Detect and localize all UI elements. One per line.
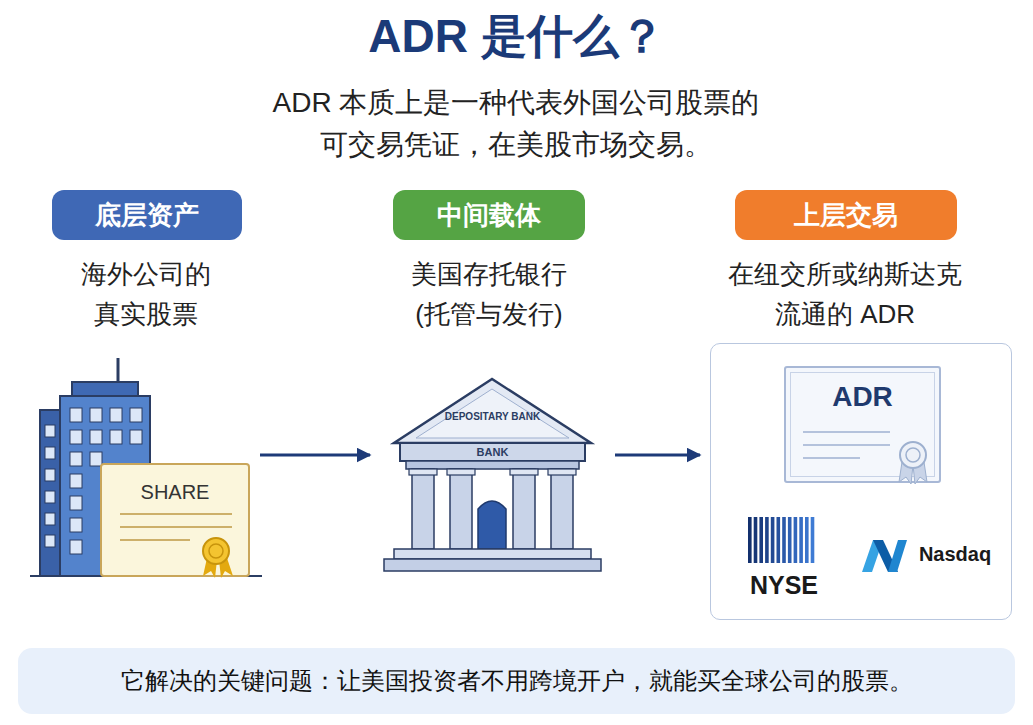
adr-certificate: ADR — [784, 366, 941, 483]
window — [45, 491, 55, 503]
node-text: SHARE — [102, 479, 248, 505]
bank-column-capital — [447, 469, 475, 475]
bank-column — [412, 469, 434, 549]
window — [110, 408, 122, 422]
nasdaq-logo — [862, 540, 907, 572]
building-roof — [72, 382, 138, 397]
logo-bar — [788, 517, 792, 563]
seal-ribbon — [203, 558, 217, 578]
logo-bar — [759, 517, 763, 563]
logo-bar — [777, 517, 781, 563]
gold-seal-ring — [209, 544, 223, 558]
window — [110, 430, 122, 444]
logo-bar — [754, 517, 758, 563]
bank-column-capital — [548, 469, 576, 475]
building-side — [40, 410, 62, 576]
logo-stroke — [862, 540, 883, 572]
bank-pediment-inner — [416, 389, 569, 438]
certificate-line — [120, 526, 232, 528]
logo-bar — [765, 517, 769, 563]
adr-certificate-decoration — [803, 432, 927, 484]
seal-ribbon — [899, 462, 913, 484]
window — [45, 425, 55, 437]
window — [70, 430, 82, 444]
flow-arrow — [260, 454, 370, 457]
bank-column-capital — [409, 469, 437, 475]
node-text: ADR — [786, 380, 939, 414]
conclusion-band: 它解决的关键问题：让美国投资者不用跨境开户，就能买全球公司的股票。 — [18, 648, 1015, 714]
node-text: DEPOSITARY BANK — [432, 411, 553, 423]
window — [45, 513, 55, 525]
bank-column — [551, 469, 573, 549]
gold-seal — [203, 538, 229, 564]
window — [70, 452, 82, 466]
share-certificate: SHARE — [100, 463, 250, 577]
subtitle-text: ADR 本质上是一种代表外国公司股票的 可交易凭证，在美股市场交易。 — [236, 82, 796, 166]
window — [45, 535, 55, 547]
node-text: 中间载体 — [393, 190, 585, 240]
bank-column — [513, 469, 535, 549]
window — [130, 408, 142, 422]
flow-arrow — [615, 454, 700, 457]
bank-outline — [380, 375, 605, 575]
title-text: ADR 是什么？ — [0, 8, 1033, 64]
silver-seal-ring — [906, 448, 920, 462]
node-text: Nasdaq — [907, 541, 1003, 567]
office-building — [30, 358, 262, 576]
column-description: 在纽交所或纳斯达克 流通的 ADR — [715, 254, 975, 334]
window — [130, 430, 142, 444]
window — [70, 474, 82, 488]
certificate-line — [120, 513, 232, 515]
window — [90, 430, 102, 444]
bank-step — [384, 559, 601, 571]
window — [90, 408, 102, 422]
logo-bar — [748, 517, 752, 563]
exchange-panel: NYSE Nasdaq ADR — [710, 343, 1012, 620]
column-description: 美国存托银行 (托管与发行) — [389, 254, 589, 334]
window — [70, 408, 82, 422]
certificate-line — [803, 444, 890, 446]
nyse-logo — [748, 517, 814, 563]
category-pill: 上层交易 — [735, 190, 957, 240]
node-text: 底层资产 — [52, 190, 242, 240]
share-certificate-decoration — [120, 514, 233, 578]
bank-step — [394, 549, 591, 559]
bank-column — [450, 469, 472, 549]
node-text: BANK — [400, 443, 585, 461]
category-pill: 中间载体 — [393, 190, 585, 240]
node-text: 它解决的关键问题：让美国投资者不用跨境开户，就能买全球公司的股票。 — [18, 648, 1015, 714]
window — [70, 540, 82, 554]
logo-stroke — [873, 540, 898, 572]
certificate-line — [120, 539, 190, 541]
logo-bar — [782, 517, 786, 563]
window — [70, 518, 82, 532]
certificate-line — [803, 457, 860, 459]
depositary-bank: DEPOSITARY BANK BANK — [380, 375, 605, 575]
window — [70, 496, 82, 510]
window — [45, 469, 55, 481]
silver-seal — [900, 442, 926, 468]
bank-frieze — [406, 461, 579, 469]
seal-ribbon — [913, 462, 927, 484]
logo-bar — [794, 517, 798, 563]
logo-bar — [811, 517, 815, 563]
window — [45, 447, 55, 459]
bank-pediment — [394, 379, 591, 443]
bank-entablature — [400, 443, 585, 461]
logo-bar — [805, 517, 809, 563]
building-antenna — [117, 358, 120, 384]
bank-column-capital — [510, 469, 538, 475]
logo-stroke — [888, 540, 907, 572]
node-text: NYSE — [737, 570, 831, 600]
seal-ribbon — [219, 558, 233, 578]
column-description: 海外公司的 真实股票 — [56, 254, 236, 334]
category-pill: 底层资产 — [52, 190, 242, 240]
certificate-line — [803, 431, 890, 433]
bank-door — [478, 501, 506, 549]
logo-bar — [771, 517, 775, 563]
logo-bar — [799, 517, 803, 563]
node-text: 上层交易 — [735, 190, 957, 240]
